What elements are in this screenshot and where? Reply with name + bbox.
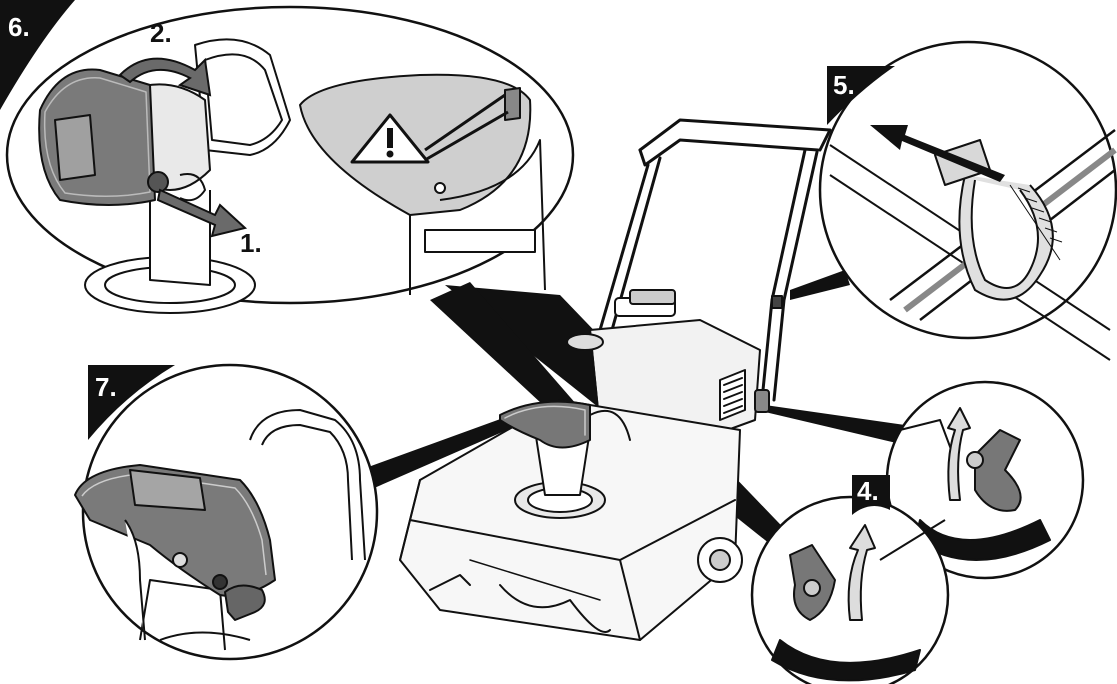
discharge-chute: [499, 400, 631, 519]
direction-arrow-icon: [870, 125, 1005, 182]
detail-step5: 5.: [818, 40, 1117, 361]
handle-assembly: [598, 118, 832, 402]
step4-label: 4.: [857, 476, 879, 506]
step6-label: 6.: [8, 12, 30, 42]
pull-arrow-icon: [156, 188, 248, 238]
step4-tab: [852, 475, 890, 515]
detail6-chute-deflector: [38, 38, 291, 314]
step5-tab: [827, 66, 895, 125]
detail-step6: 2. 1. 6.: [0, 0, 575, 314]
step5-label: 5.: [833, 70, 855, 100]
step6-sub-label-2: 2.: [150, 18, 172, 48]
step7-tab: [88, 365, 175, 440]
warning-triangle-icon: [350, 113, 430, 164]
callout-pointer-step7: [360, 410, 530, 492]
callout-pointer-step5: [790, 270, 850, 300]
detail-step4: 4.: [750, 380, 1085, 684]
knob-lower: [771, 519, 946, 682]
step7-label: 7.: [95, 372, 117, 402]
callout-pointer-step4: [765, 405, 905, 445]
step6-sub-label-1: 1.: [240, 228, 262, 258]
cable-tie-on-handle: [771, 295, 783, 309]
callout-pointer-step6-b: [430, 282, 590, 430]
auger-housing: [399, 399, 743, 641]
step6-tab: [0, 0, 75, 110]
engine: [566, 289, 770, 441]
knob-upper: [899, 407, 1051, 561]
detail7-deflector: [74, 464, 276, 641]
rotate-arrow-icon: [118, 57, 212, 97]
snow-thrower: [399, 118, 832, 641]
detail-step7: 7.: [74, 363, 379, 661]
